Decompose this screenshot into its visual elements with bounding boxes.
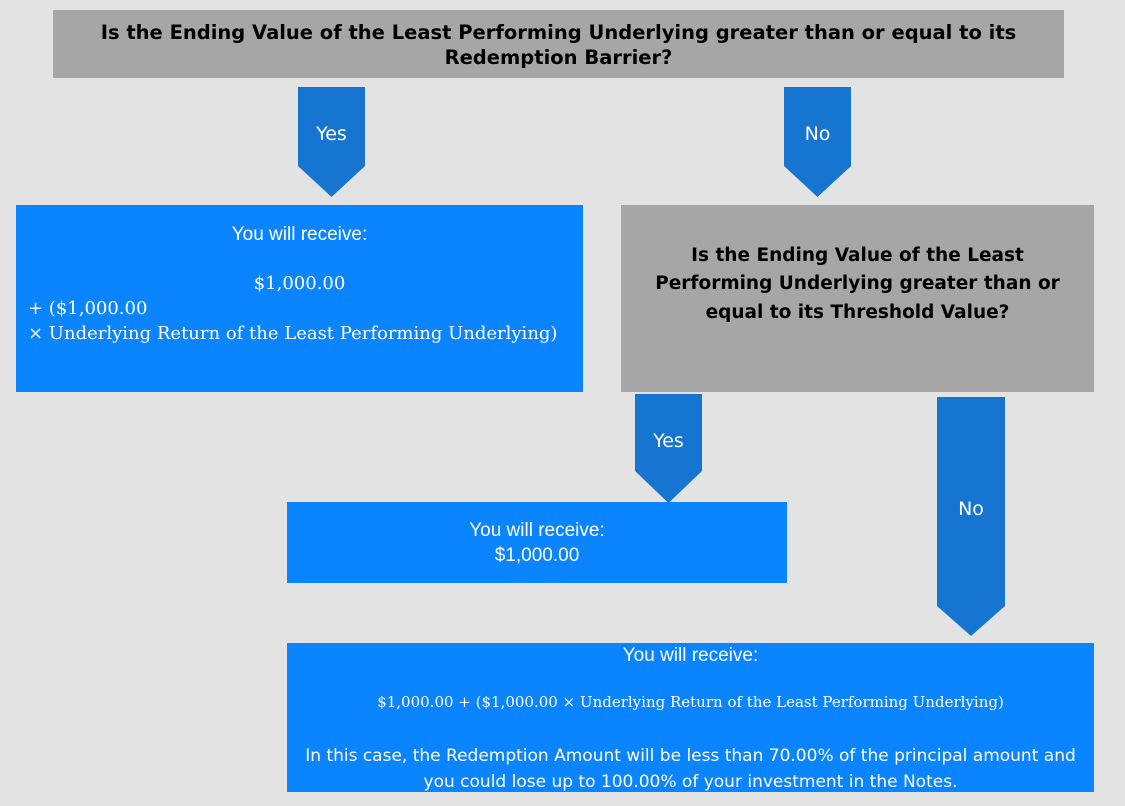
no-arrow-2: No: [937, 397, 1005, 636]
second-question-box: Is the Ending Value of the Least Perform…: [621, 205, 1094, 392]
yes-arrow-2: Yes: [635, 394, 702, 503]
arrow-down-icon: [298, 87, 365, 197]
yes-arrow-1: Yes: [298, 87, 365, 197]
yes-result-box-1: You will receive: $1,000.00 + ($1,000.00…: [16, 205, 583, 392]
no-result-formula: $1,000.00 + ($1,000.00 × Underlying Retu…: [377, 693, 1004, 711]
no-label-1: No: [804, 123, 831, 145]
top-question-text: Is the Ending Value of the Least Perform…: [100, 21, 1017, 69]
yes-result-formula-line2: × Underlying Return of the Least Perform…: [28, 323, 558, 344]
yes-label-2: Yes: [653, 430, 684, 452]
yes-result-heading-1: You will receive:: [231, 224, 368, 245]
no-label-2: No: [958, 498, 984, 520]
yes-label-1: Yes: [316, 123, 347, 145]
yes-result-amount-1: $1,000.00: [253, 273, 346, 294]
yes-result-box-2: You will receive: $1,000.00: [287, 502, 787, 583]
arrow-down-icon: [635, 394, 702, 503]
arrow-down-icon: [784, 87, 851, 197]
yes-result-formula-line1: + ($1,000.00: [28, 298, 148, 319]
no-result-note: In this case, the Redemption Amount will…: [305, 746, 1076, 792]
no-result-box-2: You will receive: $1,000.00 + ($1,000.00…: [287, 643, 1094, 792]
yes-result-amount-2: $1,000.00: [494, 545, 580, 566]
arrow-down-icon: [937, 397, 1005, 636]
no-arrow-1: No: [784, 87, 851, 197]
no-result-heading: You will receive:: [622, 645, 759, 666]
top-question-box: Is the Ending Value of the Least Perform…: [53, 10, 1064, 78]
second-question-text: Is the Ending Value of the Least Perform…: [655, 244, 1060, 323]
yes-result-heading-2: You will receive:: [469, 520, 605, 541]
